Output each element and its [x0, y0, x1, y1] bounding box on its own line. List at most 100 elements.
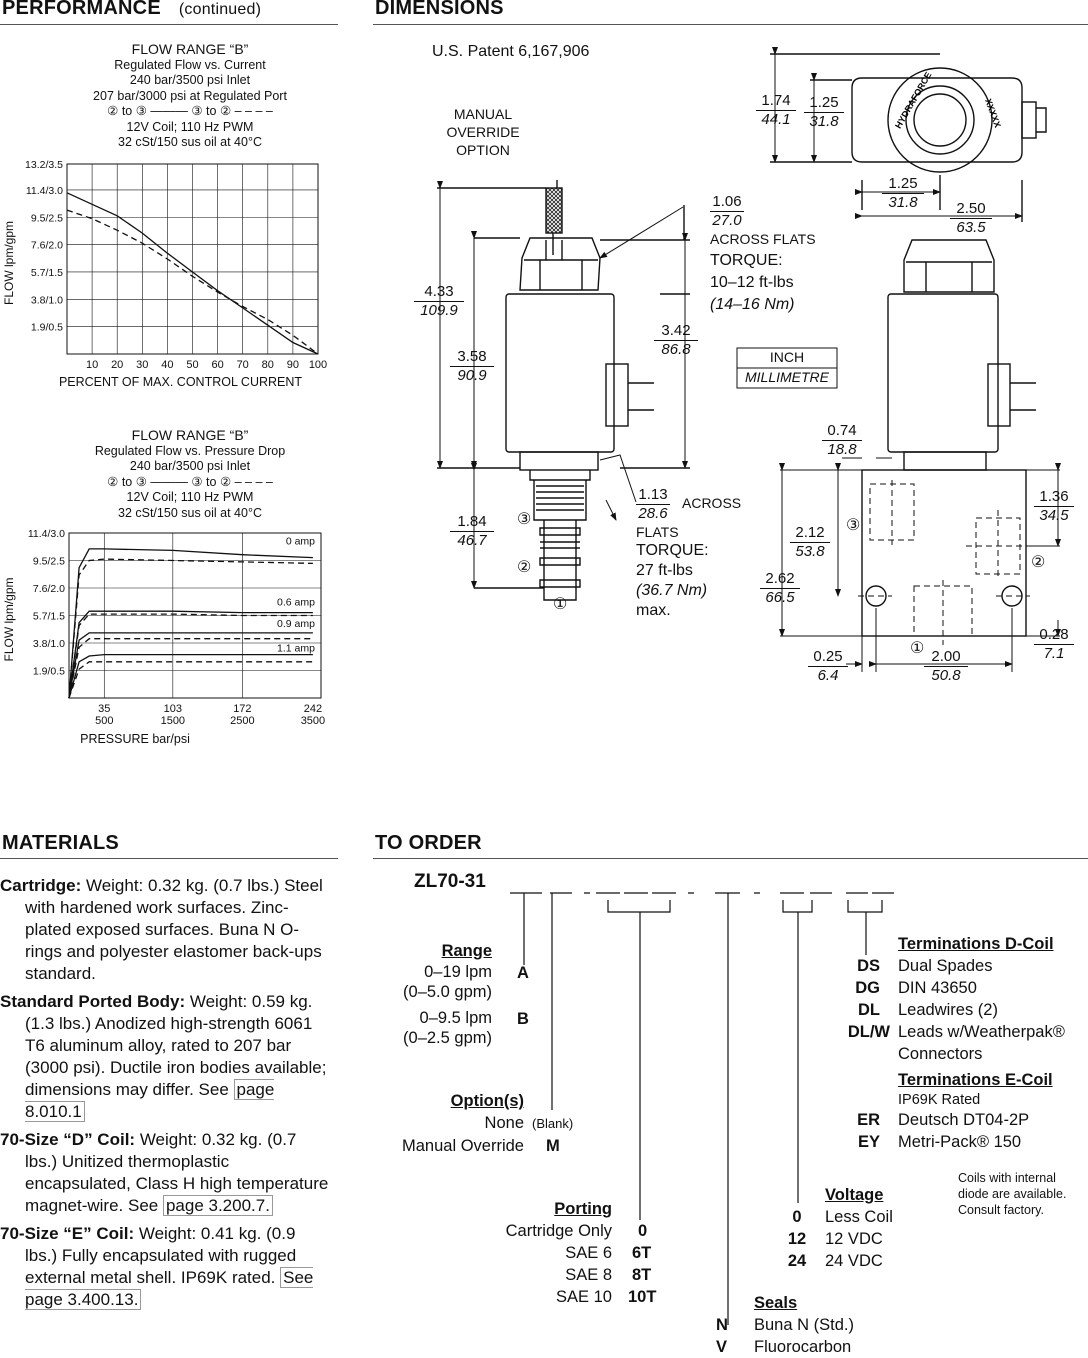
- manual-override-knob: [545, 187, 563, 234]
- port-2-front: ②: [517, 559, 532, 576]
- x-tick-label: 103: [164, 703, 182, 715]
- order-title: TO ORDER: [375, 832, 482, 854]
- y-tick-label: 11.4/3.0: [26, 185, 63, 197]
- x-tick-label: 242: [304, 703, 322, 715]
- dimensions-title: DIMENSIONS: [375, 0, 504, 19]
- performance-rule: [0, 24, 338, 25]
- x-tick-label: 60: [211, 359, 223, 371]
- material-cartridge: Cartridge: Weight: 0.32 kg. (0.7 lbs.) S…: [0, 876, 323, 983]
- mo-line: OVERRIDE: [446, 124, 520, 140]
- y-tick-label: 1.9/0.5: [33, 666, 65, 678]
- y-tick-label: 5.7/1.5: [33, 611, 65, 623]
- x-tick-label: 50: [186, 359, 198, 371]
- y-axis-label: FLOW lpm/gpm: [2, 221, 16, 305]
- x-tick-label: 40: [161, 359, 173, 371]
- x-tick-label: 1500: [161, 715, 185, 727]
- x-tick-label: 172: [233, 703, 251, 715]
- series-line: [68, 558, 313, 699]
- chart2-line: 12V Coil; 110 Hz PWM: [126, 490, 254, 504]
- x-axis-label: PERCENT OF MAX. CONTROL CURRENT: [59, 375, 302, 389]
- x-axis-label: PRESSURE bar/psi: [80, 732, 190, 746]
- series-line: [68, 613, 313, 699]
- curve-annotation: 0.6 amp: [277, 596, 315, 608]
- order-rule: [373, 858, 1088, 859]
- y-axis-label: FLOW lpm/gpm: [2, 577, 16, 661]
- chart1-line: 240 bar/3500 psi Inlet: [129, 73, 251, 87]
- y-tick-label: 13.2/3.5: [25, 159, 63, 171]
- range-section: Range 0–19 lpm(0–5.0 gpm)A 0–9.5 lpm(0–2…: [403, 942, 529, 1047]
- series-line: [68, 610, 313, 699]
- manual-override-label: MANUAL OVERRIDE OPTION: [430, 105, 536, 159]
- series-line: [66, 192, 319, 355]
- performance-heading: PERFORMANCE (continued): [2, 0, 261, 20]
- series-line: [68, 653, 313, 699]
- series-line: [68, 632, 313, 699]
- curve-annotation: 1.1 amp: [277, 643, 315, 655]
- material-body: Standard Ported Body: Weight: 0.59 kg. (…: [0, 992, 327, 1122]
- x-tick-label: 80: [262, 359, 274, 371]
- x-tick-label: 30: [136, 359, 148, 371]
- x-tick-label: 10: [86, 359, 98, 371]
- chart1-line: 32 cSt/150 sus oil at 40°C: [118, 135, 262, 149]
- chart2-line: 240 bar/3500 psi Inlet: [129, 459, 251, 473]
- y-tick-label: 3.8/1.0: [33, 638, 65, 650]
- adjust-nut-top: [519, 237, 601, 291]
- materials-rule: [0, 858, 338, 859]
- y-tick-label: 9.5/2.5: [33, 556, 65, 568]
- patent-text: U.S. Patent 6,167,906: [432, 43, 590, 60]
- chart1-line: 12V Coil; 110 Hz PWM: [126, 119, 254, 134]
- y-tick-label: 9.5/2.5: [31, 212, 63, 224]
- chart2-header: FLOW RANGE “B” Regulated Flow vs. Pressu…: [40, 427, 340, 521]
- performance-title: PERFORMANCE: [2, 0, 161, 19]
- port-1-side: ①: [910, 640, 925, 657]
- chart1-title: FLOW RANGE “B”: [131, 41, 249, 57]
- port-1-front: ①: [553, 596, 568, 613]
- series-line: [68, 638, 313, 699]
- chart-flow-vs-current: 1.9/0.53.8/1.05.7/1.57.6/2.09.5/2.511.4/…: [2, 159, 327, 389]
- material-d-coil: 70-Size “D” Coil: Weight: 0.32 kg. (0.7 …: [0, 1130, 329, 1216]
- chart2-legend: ② to ③ ——— ③ to ② – – – –: [107, 474, 273, 489]
- series-line: [68, 661, 313, 699]
- chart2-title: FLOW RANGE “B”: [131, 427, 249, 443]
- x-tick-label: 3500: [301, 715, 325, 727]
- page-link-3200[interactable]: page 3.200.7.: [162, 1195, 273, 1216]
- page-link-3400[interactable]: See page 3.400.13.: [25, 1267, 314, 1310]
- series-line: [68, 548, 313, 699]
- coil-note: Coils with internal diode are available.…: [958, 1171, 1067, 1217]
- curve-annotation: 0 amp: [286, 536, 315, 548]
- mo-line: OPTION: [456, 142, 510, 158]
- port-2-side: ②: [1031, 554, 1046, 571]
- port-3-side: ③: [846, 517, 861, 534]
- chart-flow-vs-pressure: 1.9/0.5 3.8/1.0 5.7/1.5 7.6/2.0 9.5/2.5 11.4/…: [2, 528, 325, 746]
- x-tick-label: 35: [98, 703, 110, 715]
- across-flats-2: 1.13 ACROSS 28.6 FLATS TORQUE: 27 ft-lbs…: [636, 486, 742, 619]
- chart1-legend: ② to ③ ——— ③ to ② – – – –: [107, 104, 273, 118]
- coil-top-view: [851, 77, 1023, 163]
- y-tick-label: 7.6/2.0: [31, 240, 63, 252]
- x-tick-label: 500: [95, 715, 113, 727]
- performance-subtitle: (continued): [178, 1, 262, 18]
- page-link-8010[interactable]: page 8.010.1: [25, 1079, 275, 1122]
- port-3-front: ③: [517, 511, 532, 528]
- x-tick-label: 2500: [230, 715, 254, 727]
- y-tick-label: 7.6/2.0: [33, 583, 65, 595]
- materials-list: Cartridge: Weight: 0.32 kg. (0.7 lbs.) S…: [0, 875, 330, 1317]
- legend-inch: INCH: [769, 349, 805, 365]
- y-tick-label: 11.4/3.0: [28, 528, 65, 540]
- mo-line: MANUAL: [453, 106, 513, 122]
